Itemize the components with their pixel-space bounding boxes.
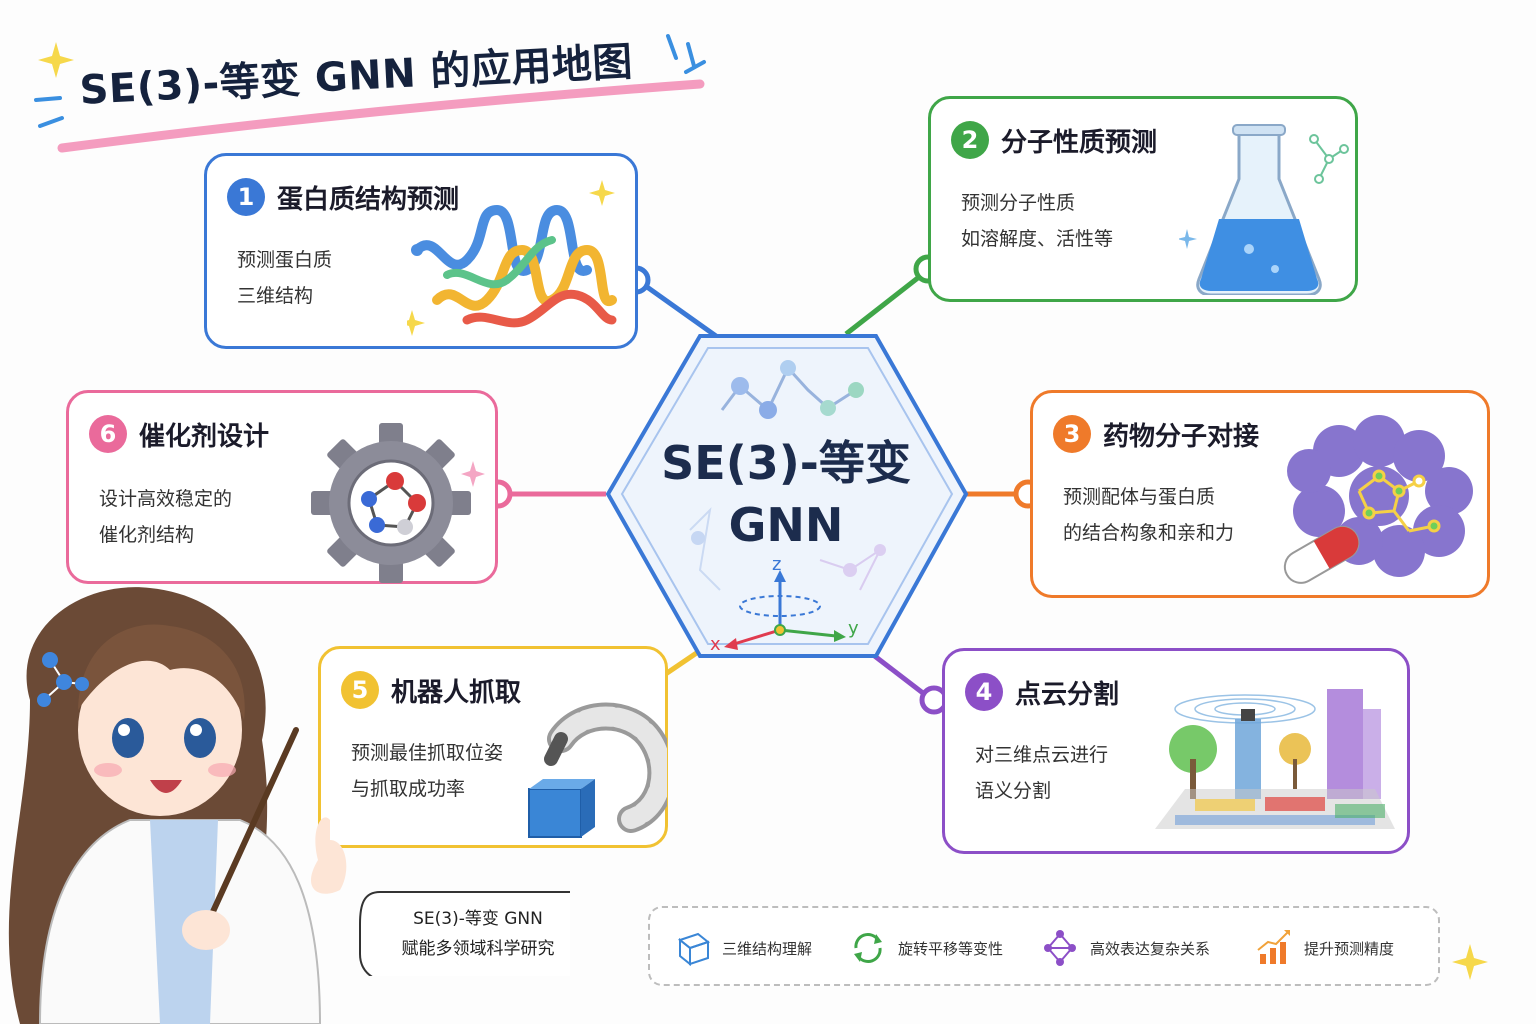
hub-axes xyxy=(724,570,846,650)
gear-icon xyxy=(311,423,485,583)
hub-line2: GNN xyxy=(728,498,844,552)
hub-hexagon xyxy=(605,334,969,658)
card-number-badge: 5 xyxy=(341,671,379,709)
card-title: 催化剂设计 xyxy=(139,421,270,452)
speech-text: SE(3)-等变 GNN 赋能多领域科学研究 xyxy=(401,909,555,959)
hub-molecule-decor xyxy=(689,360,886,591)
card-description: 预测分子性质 如溶解度、活性等 xyxy=(961,192,1114,250)
legend-item: 旋转平移等变性 xyxy=(848,928,1003,968)
legend: 三维结构理解 旋转平移等变性 高效表达复杂关系 提升预测精度 xyxy=(648,906,1440,986)
card-number-badge: 6 xyxy=(89,415,127,453)
card-catalyst[interactable]: 6 催化剂设计 设计高效稳定的 催化剂结构 xyxy=(66,390,498,584)
card-protein[interactable]: 1 蛋白质结构预测 预测蛋白质 三维结构 xyxy=(204,153,638,349)
axis-label-x: x xyxy=(710,634,721,655)
card-robot[interactable]: 5 机器人抓取 预测最佳抓取位姿 与抓取成功率 xyxy=(318,646,668,848)
protein-ligand-icon xyxy=(1283,415,1473,584)
cube-icon xyxy=(677,932,711,967)
card-title: 药物分子对接 xyxy=(1103,421,1260,452)
flask-icon xyxy=(1179,124,1349,295)
card-description: 设计高效稳定的 催化剂结构 xyxy=(99,488,233,546)
card-description: 预测最佳抓取位姿 与抓取成功率 xyxy=(351,742,504,800)
point-cloud-scene-icon xyxy=(1155,689,1395,829)
hub-line1: SE(3)-等变 xyxy=(661,436,911,490)
speech-bubble xyxy=(359,891,570,976)
axis-label-y: y xyxy=(848,618,859,639)
card-number-badge: 1 xyxy=(227,178,265,216)
card-pointcloud[interactable]: 4 点云分割 对三维点云进行 语义分割 xyxy=(942,648,1410,854)
hub-label: SE(3)-等变 GNN xyxy=(636,432,936,556)
sparkle-icon xyxy=(38,42,74,78)
card-title: 分子性质预测 xyxy=(1001,127,1158,158)
robot-gripper-icon xyxy=(528,702,667,838)
connector-molecule xyxy=(844,268,930,336)
title-sparkle-lines xyxy=(34,34,706,128)
scientist-girl-illustration xyxy=(8,587,347,1024)
axis-label-z: z xyxy=(772,554,781,575)
title-underline xyxy=(57,79,705,153)
hub-hexagon-inner xyxy=(620,347,954,645)
card-docking[interactable]: 3 药物分子对接 预测配体与蛋白质 的结合构象和亲和力 xyxy=(1030,390,1490,598)
card-number-badge: 2 xyxy=(951,121,989,159)
card-title: 蛋白质结构预测 xyxy=(277,184,460,215)
card-number-badge: 4 xyxy=(965,673,1003,711)
connector-protein xyxy=(638,279,718,339)
legend-item: 三维结构理解 xyxy=(672,928,812,968)
legend-item: 提升预测精度 xyxy=(1254,928,1394,968)
rotate-arrows-icon xyxy=(854,933,882,963)
protein-helix-icon xyxy=(407,180,617,336)
card-description: 对三维点云进行 语义分割 xyxy=(975,744,1109,802)
legend-item: 高效表达复杂关系 xyxy=(1040,928,1210,968)
card-description: 预测蛋白质 三维结构 xyxy=(237,249,333,307)
card-title: 点云分割 xyxy=(1015,679,1120,710)
card-number-badge: 3 xyxy=(1053,415,1091,453)
bar-chart-up-icon xyxy=(1257,930,1290,964)
card-title: 机器人抓取 xyxy=(391,677,522,708)
graph-network-icon xyxy=(1044,930,1076,966)
card-description: 预测配体与蛋白质 的结合构象和亲和力 xyxy=(1063,486,1235,544)
sparkle-icon xyxy=(1452,944,1488,980)
card-molecule[interactable]: 2 分子性质预测 预测分子性质 如溶解度、活性等 xyxy=(928,96,1358,302)
